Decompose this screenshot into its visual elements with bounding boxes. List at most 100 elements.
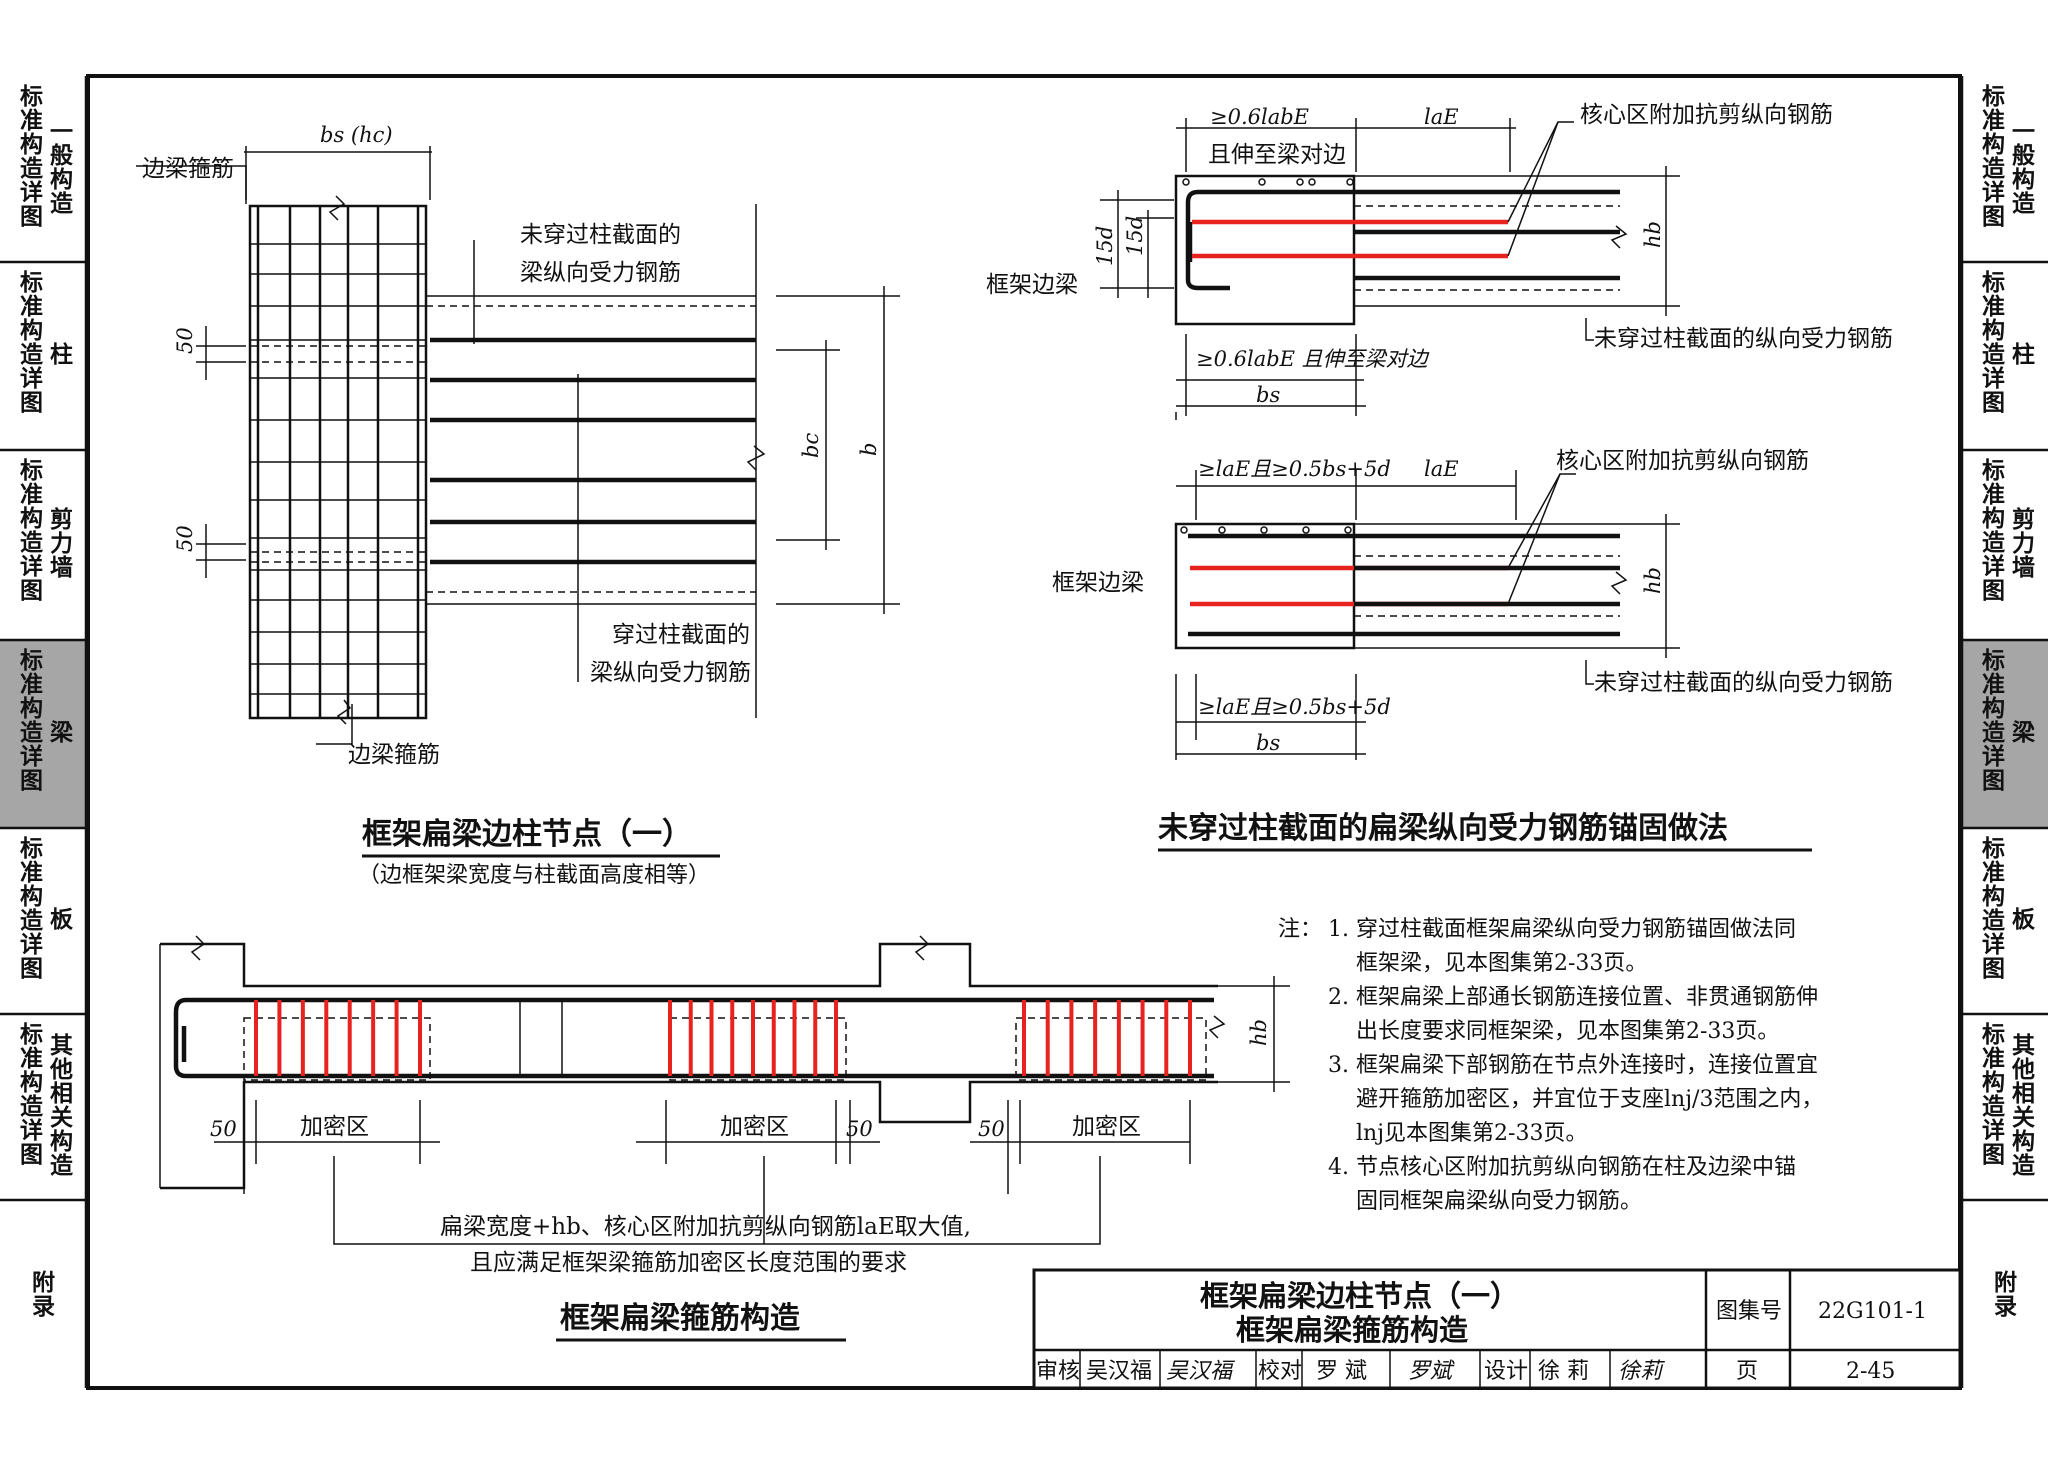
left-sidebar-sub-char: 梁 xyxy=(49,720,73,746)
fig3-note-line-2: 且应满足框架梁箍筋加密区长度范围的要求 xyxy=(470,1250,907,1276)
left-sidebar-sub-char: 构 xyxy=(50,1128,73,1155)
right-sidebar-char: 准 xyxy=(1982,294,2005,320)
right-sidebar-sub-char: 般 xyxy=(2012,142,2035,169)
right-sidebar-char: 附 xyxy=(1994,1269,2017,1296)
notes-line-5: 3. 框架扁梁下部钢筋在节点外连接时，连接位置宜 xyxy=(1328,1053,1818,1078)
left-sidebar-char: 图 xyxy=(20,578,43,604)
fig2a-dim-15d-1: 15d xyxy=(1093,226,1117,266)
left-sidebar-sub-char: 剪 xyxy=(50,506,73,533)
right-sidebar-char: 造 xyxy=(1982,908,2006,934)
left-sidebar-char: 构 xyxy=(20,1069,43,1096)
fig3-title: 框架扁梁箍筋构造 xyxy=(560,1301,800,1336)
design-signature: 徐莉 xyxy=(1618,1359,1665,1384)
right-sidebar-char: 图 xyxy=(1982,390,2005,416)
left-sidebar-sub-char: 墙 xyxy=(50,555,73,581)
fig2b-dim-top-2: laE xyxy=(1424,457,1459,481)
left-sidebar-char: 造 xyxy=(20,156,44,182)
right-sidebar-char: 准 xyxy=(1982,1046,2005,1072)
right-sidebar-char: 准 xyxy=(1982,860,2005,886)
sidebar-right xyxy=(1960,76,2048,1388)
title-block xyxy=(1032,1268,1962,1390)
left-sidebar-sub-char: 构 xyxy=(50,166,73,193)
page-label: 页 xyxy=(1736,1359,1758,1384)
left-sidebar-char: 标 xyxy=(20,1022,43,1048)
fig2a-dim-hb: hb xyxy=(1641,221,1665,248)
left-sidebar-sub-char: 造 xyxy=(50,1153,74,1179)
left-sidebar-char: 准 xyxy=(20,482,43,508)
left-sidebar-char: 构 xyxy=(20,131,43,158)
fig1-plan xyxy=(136,146,900,745)
right-sidebar-sub-char: 剪 xyxy=(2012,506,2035,533)
left-sidebar-sub-char: 他 xyxy=(49,1057,73,1083)
right-sidebar-char: 造 xyxy=(1982,156,2006,182)
fig2a-label-edge-beam: 框架边梁 xyxy=(986,272,1078,298)
right-sidebar-sub-char: 梁 xyxy=(2011,720,2035,746)
left-sidebar-char: 图 xyxy=(20,768,43,794)
right-sidebar-sub-char: 造 xyxy=(2012,191,2036,217)
fig1-subtitle: （边框架梁宽度与柱截面高度相等） xyxy=(358,863,710,888)
right-sidebar-char: 标 xyxy=(1982,648,2005,674)
left-sidebar-char: 造 xyxy=(20,720,44,746)
right-sidebar-char: 图 xyxy=(1982,1142,2005,1168)
page-no: 2-45 xyxy=(1846,1359,1895,1384)
right-sidebar-char: 图 xyxy=(1982,204,2005,230)
right-sidebar-char: 详 xyxy=(1982,931,2005,958)
fig2-title: 未穿过柱截面的扁梁纵向受力钢筋锚固做法 xyxy=(1158,811,1728,846)
right-sidebar-sub-char: 相 xyxy=(2012,1081,2035,1107)
fig3-dense-zone-1: 加密区 xyxy=(300,1114,369,1140)
fig2b-dim-bottom-1: ≥laE且≥0.5bs+5d xyxy=(1198,695,1391,719)
right-sidebar-sub-char: 墙 xyxy=(2012,555,2035,581)
right-sidebar-char: 造 xyxy=(1982,530,2006,556)
right-sidebar-char: 构 xyxy=(1982,695,2005,722)
right-sidebar-char: 标 xyxy=(1982,836,2005,862)
left-sidebar-char: 准 xyxy=(20,860,43,886)
atlas-label: 图集号 xyxy=(1716,1299,1782,1324)
fig2b-dim-top-1: ≥laE且≥0.5bs+5d xyxy=(1198,457,1391,481)
fig2b-dim-bs: bs xyxy=(1256,731,1280,755)
right-sidebar-char: 造 xyxy=(1982,1094,2006,1120)
fig1-label-not-through-2: 梁纵向受力钢筋 xyxy=(520,260,681,286)
fig1-label-through-1: 穿过柱截面的 xyxy=(612,622,750,648)
fig3-dim-50-3: 50 xyxy=(978,1117,1005,1141)
fig1-title: 框架扁梁边柱节点（一） xyxy=(362,817,692,852)
notes-line-7: lnj见本图集第2-33页。 xyxy=(1356,1121,1587,1146)
atlas-no: 22G101-1 xyxy=(1818,1299,1927,1324)
left-sidebar-char: 准 xyxy=(20,108,43,134)
right-sidebar-char: 造 xyxy=(1982,342,2006,368)
fig3-note-line-1: 扁梁宽度+hb、核心区附加抗剪纵向钢筋laE取大值, xyxy=(440,1214,971,1240)
left-sidebar-char: 图 xyxy=(20,204,43,230)
right-sidebar-char: 标 xyxy=(1982,84,2005,110)
notes-line-8: 4. 节点核心区附加抗剪纵向钢筋在柱及边梁中锚 xyxy=(1328,1155,1796,1180)
left-sidebar-char: 构 xyxy=(20,883,43,910)
fig2a-dim-bs: bs xyxy=(1256,383,1280,407)
fig1-dim-bc: bc xyxy=(799,433,823,458)
right-sidebar-char: 标 xyxy=(1982,1022,2005,1048)
fig1-dim-b: b xyxy=(857,443,881,456)
right-sidebar-char: 标 xyxy=(1982,458,2005,484)
right-sidebar-char: 录 xyxy=(1994,1294,2017,1320)
left-sidebar-char: 标 xyxy=(20,458,43,484)
fig2b-detail xyxy=(1174,470,1680,760)
left-sidebar-char: 详 xyxy=(20,179,43,206)
left-sidebar-char: 造 xyxy=(20,530,44,556)
right-sidebar-char: 详 xyxy=(1982,553,2005,580)
right-sidebar-char: 准 xyxy=(1982,108,2005,134)
sidebar-right-labels: 标准构造详图一般构造标准构造详图柱标准构造详图剪力墙标准构造详图梁标准构造详图板… xyxy=(1982,84,2036,1320)
right-sidebar-sub-char: 力 xyxy=(2012,531,2035,557)
fig2b-label-not-through: 未穿过柱截面的纵向受力钢筋 xyxy=(1594,670,1893,696)
review-label: 审核 xyxy=(1036,1359,1080,1384)
left-sidebar-char: 详 xyxy=(20,553,43,580)
design-label: 设计 xyxy=(1484,1359,1528,1384)
notes-line-9: 固同框架扁梁纵向受力钢筋。 xyxy=(1356,1189,1642,1214)
fig1-dim-50-a: 50 xyxy=(173,327,197,354)
right-sidebar-sub-char: 板 xyxy=(2012,907,2036,933)
fig2a-dim-bottom-1: ≥0.6labE 且伸至梁对边 xyxy=(1196,347,1430,371)
sidebar-left xyxy=(0,76,88,1388)
left-sidebar-char: 构 xyxy=(20,317,43,344)
design-name: 徐 莉 xyxy=(1538,1359,1589,1384)
right-sidebar-char: 构 xyxy=(1982,505,2005,532)
left-sidebar-char: 图 xyxy=(20,956,43,982)
left-sidebar-char: 造 xyxy=(20,908,44,934)
right-sidebar-sub-char: 构 xyxy=(2012,166,2035,193)
